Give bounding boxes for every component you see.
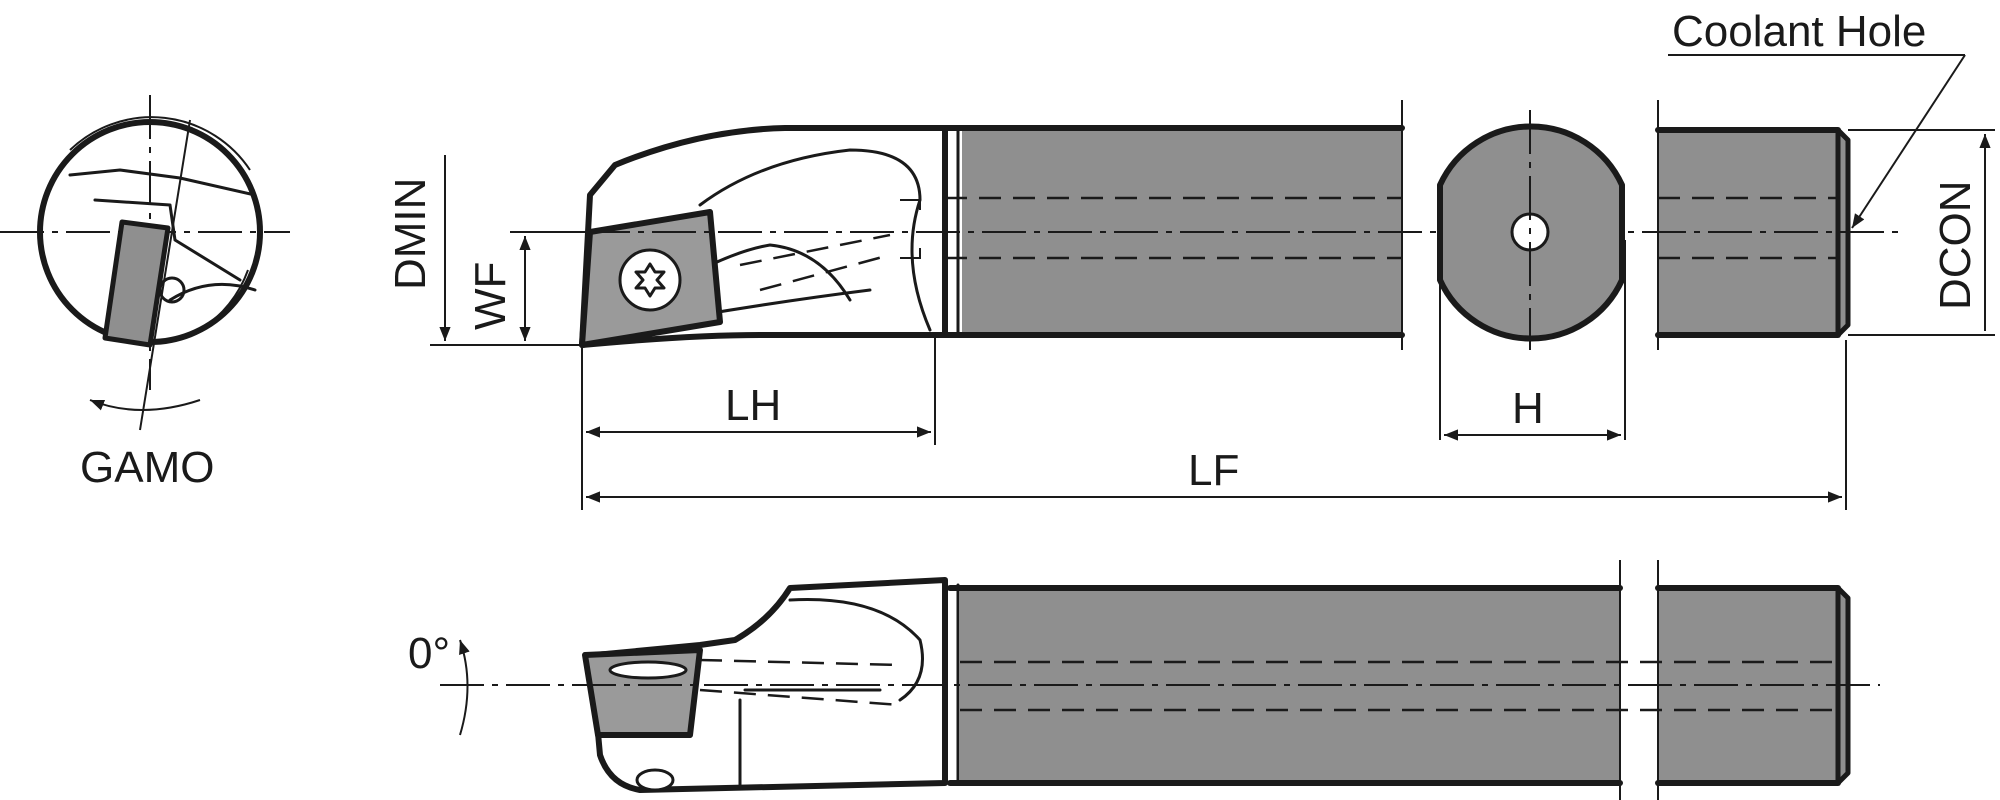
zero-angle-arc [459,639,470,736]
end-view-lower-curve [168,282,257,302]
coolant-outlet-mark [900,199,921,259]
end-view-outer-arc [69,116,251,171]
top-view-screw-head [635,768,675,792]
zero-angle-label: 0° [408,629,450,678]
end-view-coolant-hole [158,276,186,304]
lf-label: LF [1188,446,1239,495]
end-view: GAMO [0,95,290,492]
torx-icon [634,262,666,298]
end-view-outer-arc-2 [199,269,249,331]
top-view: 0° [408,560,1880,800]
wf-label: WF [466,262,515,330]
coolant-hole-label: Coolant Hole [1672,7,1926,56]
gamo-angle-arc [89,399,201,411]
lh-label: LH [725,381,781,430]
end-view-flute-line [68,168,257,197]
insert-screw [618,248,682,312]
end-view-inner-lines [93,198,242,282]
dcon-label: DCON [1931,180,1980,310]
side-view-chip-curve-2 [698,243,852,302]
dmin-label: DMIN [386,178,435,290]
top-view-insert-screw [608,660,688,680]
side-view-flute-curve [698,148,932,332]
coolant-hidden-line-angled [739,233,891,267]
top-view-hidden-line-angled [699,658,901,667]
side-view-dimensions: DMIN WF LH LF DCON Coolant Hole [386,7,1995,510]
coolant-hole-leader [1851,54,1966,229]
top-view-flute-curve [788,598,924,702]
section-view: H [1437,110,1626,441]
gamo-angle-line [139,119,191,431]
top-view-hidden-line-angled-2 [699,688,901,707]
end-view-insert [102,219,171,348]
gamo-label: GAMO [80,443,214,492]
h-label: H [1512,384,1544,433]
coolant-hidden-line-angled-2 [759,253,891,292]
side-view [520,100,1900,350]
